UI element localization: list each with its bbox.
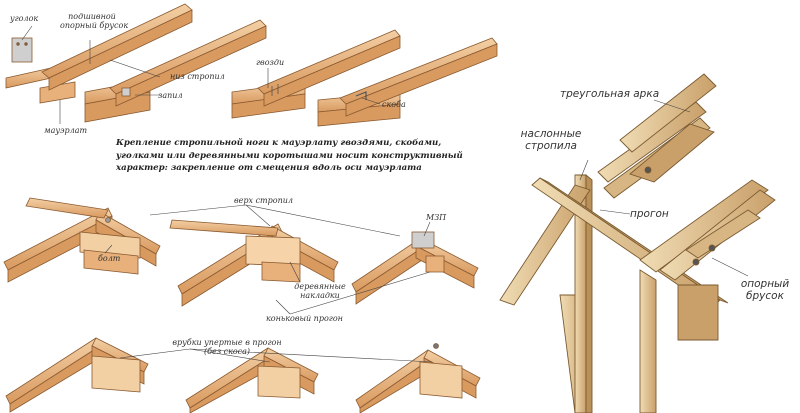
label-opornyi: опорный брусок <box>738 278 792 302</box>
label-naslon: наслонные стропила <box>516 128 586 152</box>
label-vrubki-line2: (без скоса) <box>203 347 251 356</box>
label-opornyi-line1: опорный <box>740 278 790 290</box>
notch-joint-2 <box>185 347 319 413</box>
notch-joint-3 <box>355 343 481 413</box>
rafter-angle-joint <box>5 3 193 104</box>
label-konkovyi: коньковый прогон <box>266 314 343 323</box>
label-zapil: запил <box>158 91 183 100</box>
figure-caption: Крепление стропильной ноги к мауэрлату г… <box>116 138 463 173</box>
rafter-notch-joint <box>84 19 267 123</box>
label-nakladki-line1: деревянные <box>294 282 346 291</box>
label-podshivnoy-line2: опорный брусок <box>60 21 129 30</box>
notch-joint-1 <box>5 337 149 413</box>
label-vrubki: врубки упертые в прогон (без скоса) <box>170 338 284 356</box>
label-podshivnoy-line1: подшивной <box>68 12 116 21</box>
label-verh-stropil: верх стропил <box>234 196 293 205</box>
leader-lines <box>21 25 749 363</box>
label-vrubki-line1: врубки упертые в прогон <box>172 338 282 347</box>
label-skoba: скоба <box>382 100 406 109</box>
label-ugolok: уголок <box>10 14 39 23</box>
ridge-bolt-joint <box>3 197 161 283</box>
rafter-staple-joint <box>317 37 498 127</box>
rafter-nails-joint <box>231 29 401 119</box>
label-mzp: МЗП <box>426 213 447 222</box>
truss-3d <box>499 73 776 413</box>
label-podshivnoy: подшивной опорный брусок <box>60 12 129 30</box>
label-bolt: болт <box>98 254 121 263</box>
label-niz-stropil: низ стропил <box>170 72 225 81</box>
label-opornyi-line2: брусок <box>746 290 784 302</box>
label-nakladki-line2: накладки <box>300 291 340 300</box>
label-progon: прогон <box>630 208 669 220</box>
label-nakladki: деревянные накладки <box>290 282 350 300</box>
ridge-mzp-joint <box>351 231 479 305</box>
label-gvozdi: гвозди <box>256 58 285 67</box>
label-arka: треугольная арка <box>560 88 660 100</box>
label-mauerlat: мауэрлат <box>44 126 88 135</box>
label-naslon-line1: наслонные <box>520 128 582 140</box>
label-naslon-line2: стропила <box>525 140 577 152</box>
